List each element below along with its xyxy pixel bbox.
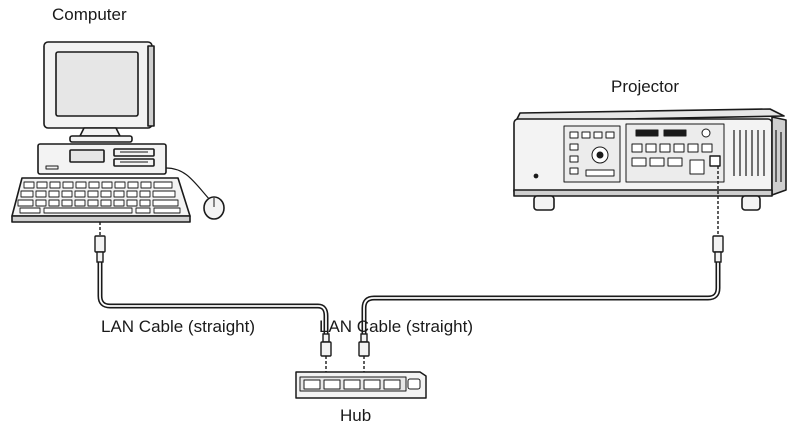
lan-cable-left-label: LAN Cable (straight) bbox=[101, 317, 256, 336]
hub-label: Hub bbox=[340, 406, 372, 425]
projector-illustration bbox=[513, 108, 787, 211]
hub-illustration bbox=[295, 371, 427, 399]
lan-cable-right bbox=[361, 259, 721, 337]
lan-connector-projector bbox=[712, 166, 724, 263]
projector-label: Projector bbox=[611, 77, 680, 96]
keyboard bbox=[11, 177, 191, 223]
projector-control-panel bbox=[563, 125, 621, 183]
projector-connector-panel bbox=[625, 123, 725, 183]
projector-vent-grille bbox=[733, 130, 782, 182]
lan-cable-left bbox=[97, 259, 329, 337]
system-unit bbox=[37, 143, 167, 175]
monitor bbox=[43, 41, 155, 143]
mouse bbox=[165, 167, 225, 220]
lan-connector-computer bbox=[94, 222, 106, 263]
computer-illustration bbox=[11, 41, 225, 223]
lan-cable-right-label: LAN Cable (straight) bbox=[319, 317, 474, 336]
lan-connector-hub-right bbox=[358, 333, 370, 384]
computer-label: Computer bbox=[52, 5, 127, 24]
lan-connector-hub-left bbox=[320, 333, 332, 384]
